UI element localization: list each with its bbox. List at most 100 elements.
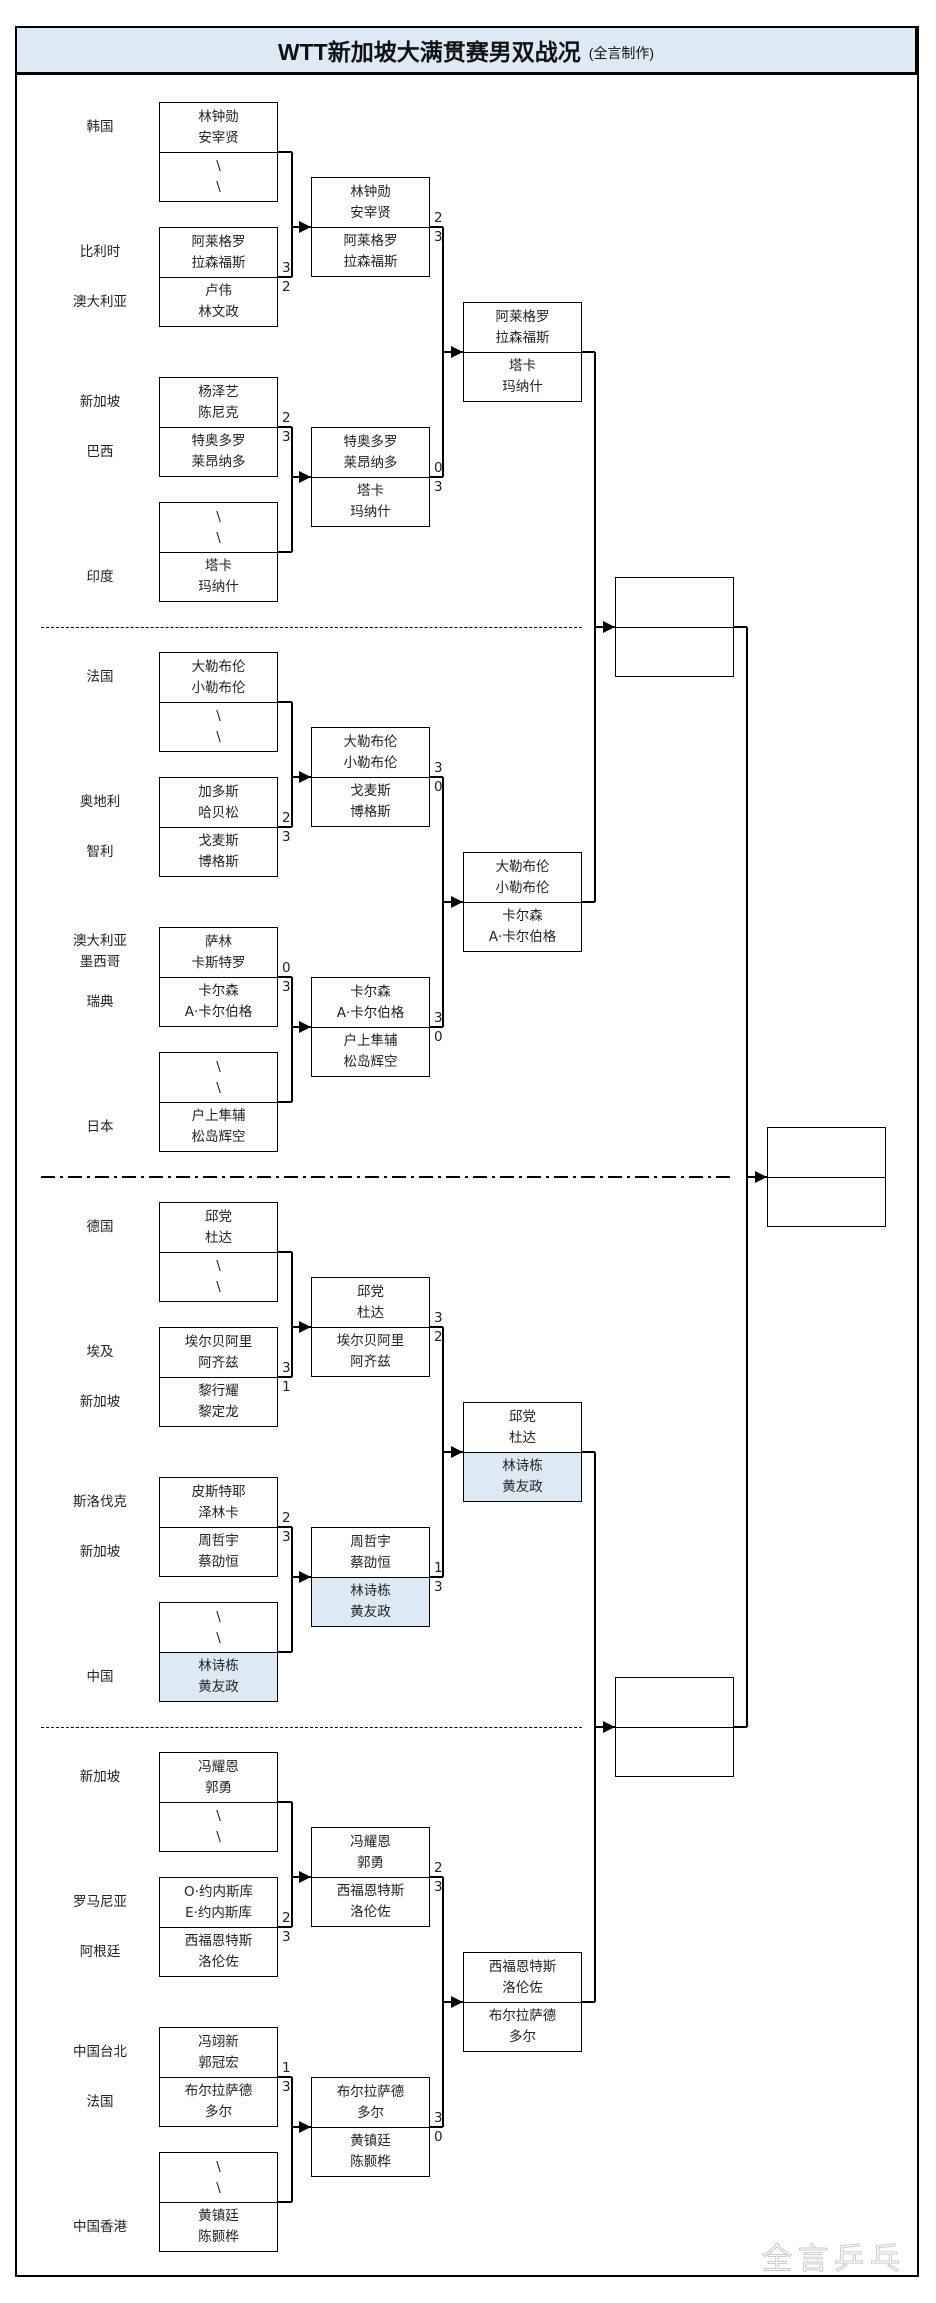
player-name: 大勒布伦: [343, 733, 398, 750]
country-label: 新加坡: [79, 393, 121, 410]
player-name: 特奥多罗: [191, 433, 246, 449]
player-name: \: [216, 2179, 221, 2196]
player-name: 郭勇: [357, 1854, 384, 1871]
semifinal-match: [615, 1677, 734, 1777]
arrow-icon: [299, 2121, 311, 2133]
connector-line: [734, 626, 747, 628]
team-slot-bottom: 塔卡玛纳什: [160, 552, 277, 601]
player-name: 卡斯特罗: [191, 954, 246, 971]
arrow-icon: [451, 1996, 463, 2008]
player-name: 安宰贤: [350, 204, 391, 221]
connector-line: [278, 1101, 292, 1103]
score-bottom: 2: [282, 279, 291, 295]
player-name: 陈颢桦: [350, 2154, 391, 2170]
player-name: 布尔拉萨德: [336, 2083, 405, 2100]
connector-line: [278, 1526, 292, 1528]
country-label: 智利: [86, 843, 114, 860]
player-name: 洛伦佐: [502, 1979, 543, 1996]
arrow-icon: [299, 1321, 311, 1333]
country-label: 法国: [86, 2093, 114, 2110]
player-name: 拉森福斯: [191, 254, 246, 271]
player-name: 博格斯: [350, 804, 391, 820]
player-name: 林诗栋: [198, 1658, 239, 1674]
arrow-icon: [299, 221, 311, 233]
team-slot-top: 皮斯特耶泽林卡: [160, 1478, 277, 1527]
connector-line: [291, 427, 293, 552]
round1-match: 皮斯特耶泽林卡周哲宇蔡劭恒: [159, 1477, 278, 1577]
player-name: 阿莱格罗: [495, 308, 550, 325]
arrow-icon: [451, 1446, 463, 1458]
score-top: 1: [434, 1560, 443, 1576]
player-name: 萨林: [205, 933, 232, 950]
score-top: 2: [434, 210, 443, 226]
player-name: 西福恩特斯: [336, 1883, 405, 1899]
player-name: 杜达: [205, 1229, 232, 1246]
team-slot-top: 大勒布伦小勒布伦: [464, 853, 581, 902]
country-label: 德国: [86, 1218, 114, 1235]
player-name: 布尔拉萨德: [488, 2008, 557, 2024]
player-name: 黄友政: [350, 1604, 391, 1620]
player-name: 埃尔贝阿里: [336, 1333, 405, 1349]
country-label: 澳大利亚墨西哥: [73, 933, 127, 970]
player-name: \: [216, 1829, 221, 1845]
team-slot-top: 冯耀恩郭勇: [160, 1753, 277, 1802]
country-label: 韩国: [86, 118, 114, 135]
team-slot-top: \\: [160, 503, 277, 552]
player-name: \: [216, 1279, 221, 1295]
player-name: 洛伦佐: [198, 1954, 239, 1970]
country-label: 中国台北: [73, 2043, 127, 2060]
player-name: 郭勇: [205, 1779, 232, 1796]
connector-line: [291, 152, 293, 277]
player-name: 戈麦斯: [198, 833, 239, 849]
country-label: 新加坡: [79, 1393, 121, 1410]
player-name: 戈麦斯: [350, 783, 391, 799]
score-top: 0: [434, 460, 443, 476]
team-slot-bottom: 黄镇廷陈颢桦: [312, 2127, 429, 2176]
arrow-icon: [603, 621, 615, 633]
connector-line: [278, 2076, 292, 2078]
quarterfinal-match: 邱党杜达林诗栋黄友政: [463, 1402, 582, 1502]
team-slot-top: [616, 578, 733, 627]
player-name: 卡尔森: [198, 983, 239, 999]
connector-line: [278, 2201, 292, 2203]
player-name: 黄镇廷: [350, 2133, 391, 2149]
team-slot-top: 邱党杜达: [464, 1403, 581, 1452]
connector-line: [278, 276, 292, 278]
player-name: 洛伦佐: [350, 1904, 391, 1920]
round1-match: 大勒布伦小勒布伦\\: [159, 652, 278, 752]
round2-match: 周哲宇蔡劭恒林诗栋黄友政: [311, 1527, 430, 1627]
round1-match: 埃尔贝阿里阿齐兹黎行耀黎定龙: [159, 1327, 278, 1427]
player-name: 卡尔森: [502, 908, 543, 924]
team-slot-top: 萨林卡斯特罗: [160, 928, 277, 977]
player-name: 黄友政: [198, 1679, 239, 1695]
round2-match: 邱党杜达埃尔贝阿里阿齐兹: [311, 1277, 430, 1377]
score-top: 3: [282, 1360, 291, 1376]
arrow-icon: [451, 346, 463, 358]
team-slot-top: [768, 1128, 885, 1177]
score-bottom: 3: [282, 1929, 291, 1945]
connector-line: [291, 977, 293, 1102]
connector-line: [291, 702, 293, 827]
player-name: 卡尔森: [350, 983, 391, 1000]
team-slot-bottom: 周哲宇蔡劭恒: [160, 1527, 277, 1576]
connector-line: [278, 1651, 292, 1653]
connector-line: [278, 701, 292, 703]
team-slot-bottom: 阿莱格罗拉森福斯: [312, 227, 429, 276]
round2-match: 大勒布伦小勒布伦戈麦斯博格斯: [311, 727, 430, 827]
player-name: \: [216, 708, 221, 724]
score-top: 3: [434, 1310, 443, 1326]
team-slot-bottom: \\: [160, 152, 277, 201]
player-name: 杨泽艺: [198, 383, 239, 400]
player-name: 大勒布伦: [191, 658, 246, 675]
score-bottom: 2: [434, 1329, 443, 1345]
player-name: 邱党: [357, 1283, 384, 1300]
player-name: 户上隼辅: [343, 1033, 398, 1049]
round2-match: 特奥多罗莱昂纳多塔卡玛纳什: [311, 427, 430, 527]
team-slot-top: 邱党杜达: [160, 1203, 277, 1252]
player-name: \: [216, 158, 221, 174]
score-top: 2: [282, 810, 291, 826]
player-name: 多尔: [509, 2029, 536, 2045]
title-bar: WTT新加坡大满贯赛男双战况 (全言制作): [15, 26, 917, 75]
